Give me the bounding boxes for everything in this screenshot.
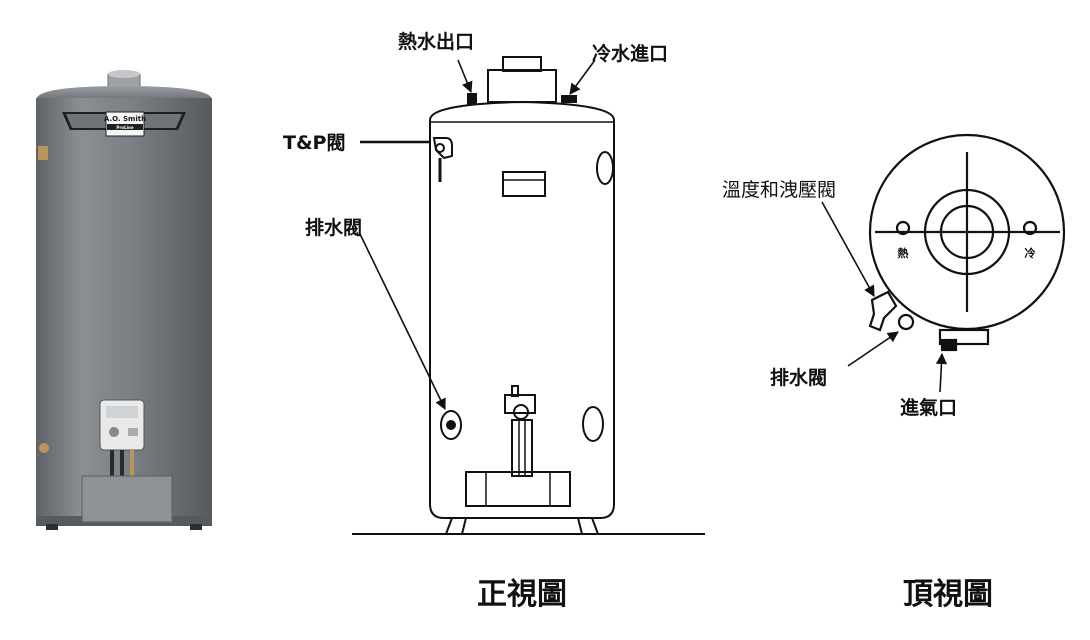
- drain-valve-top: [897, 313, 915, 331]
- drain-valve-center: [446, 420, 456, 430]
- label-temp-pressure-valve: 溫度和洩壓閥: [722, 179, 836, 201]
- tp-valve-top-shape: [868, 290, 898, 332]
- tp-valve-top-leader: [821, 201, 875, 297]
- badge-strip: [107, 124, 143, 130]
- burner-access-panel: [81, 475, 173, 523]
- burner-cover: [465, 471, 571, 507]
- gas-control-knob: [109, 427, 119, 437]
- hot-outlet-leader: [457, 59, 473, 94]
- front-view-leaders: [359, 59, 596, 411]
- label-drain-valve-front: 排水閥: [305, 216, 362, 239]
- drain-fitting-photo: [39, 443, 49, 453]
- label-cold-inlet: 冷水進口: [592, 42, 668, 65]
- cold-port-top: [1022, 220, 1038, 236]
- top-view: [868, 133, 1066, 352]
- drain-valve-leader: [359, 233, 446, 411]
- hot-port-top: [895, 220, 911, 236]
- gas-pipe-1: [110, 450, 114, 478]
- cold-inlet-stub: [561, 95, 577, 103]
- tank-dome: [36, 86, 212, 100]
- drain-valve-top-leader: [847, 331, 899, 367]
- label-hot-outlet: 熱水出口: [398, 30, 474, 53]
- caption-top-view: 頂視圖: [903, 577, 993, 612]
- tp-valve-port: [435, 143, 445, 153]
- label-tp-valve: T&P閥: [283, 132, 345, 154]
- water-heater-photo: A.O. Smith ProLine: [36, 70, 212, 530]
- leg-right: [577, 517, 599, 535]
- flue-top: [108, 70, 140, 78]
- gas-control-body: [504, 394, 536, 414]
- gas-control-button: [128, 428, 138, 436]
- front-view: [352, 56, 705, 535]
- gas-control-stem: [511, 385, 519, 397]
- air-intake-leader: [935, 352, 948, 393]
- brand-logo: A.O. Smith: [104, 115, 146, 123]
- tp-valve-shape: [432, 137, 453, 160]
- flue-stack-top: [502, 56, 542, 72]
- gas-control-dial: [106, 406, 138, 418]
- tp-fitting-photo: [38, 146, 48, 160]
- badge-text: ProLine: [116, 125, 133, 130]
- leg-left: [445, 517, 467, 535]
- hot-outlet-stub: [467, 93, 477, 105]
- label-cold: 冷: [1025, 246, 1036, 260]
- label-hot: 熱: [898, 246, 909, 260]
- tank-outline: [429, 100, 615, 519]
- label-air-intake: 進氣口: [900, 396, 957, 419]
- air-intake-port: [940, 338, 958, 352]
- cold-inlet-leader: [569, 59, 596, 95]
- side-port-upper: [596, 151, 614, 185]
- label-drain-valve-top: 排水閥: [770, 366, 827, 389]
- caption-front-view: 正視圖: [477, 577, 567, 612]
- rating-plate: [502, 171, 546, 197]
- gas-pipe-3: [130, 450, 134, 476]
- manifold-pipe: [511, 419, 533, 477]
- foot-left: [46, 524, 58, 530]
- drain-valve-shape: [440, 410, 462, 440]
- gas-pipe-2: [120, 450, 124, 478]
- flue-stack-base: [487, 69, 557, 103]
- foot-right: [190, 524, 202, 530]
- top-view-leaders: [821, 201, 948, 393]
- air-intake-top: [938, 328, 990, 346]
- side-port-lower: [582, 406, 604, 442]
